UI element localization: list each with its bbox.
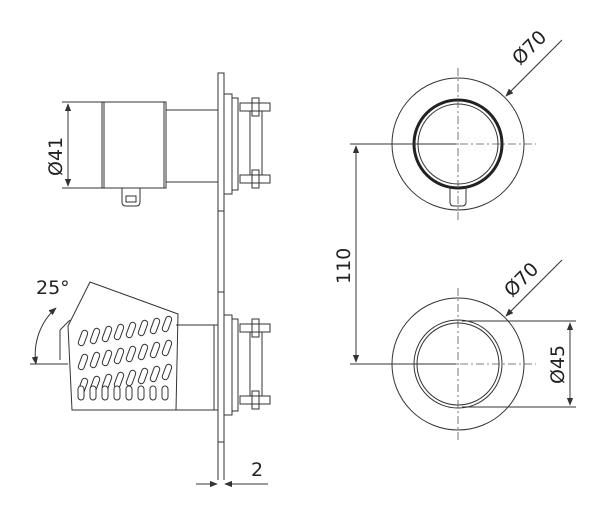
grille-slot <box>77 329 89 347</box>
side-view: 25° Ø41 2 <box>30 72 271 488</box>
grille-slot <box>161 315 173 333</box>
inner-diameter-label: Ø45 <box>547 345 569 384</box>
body-diameter-label: Ø41 <box>45 137 67 176</box>
grille-slot <box>149 385 157 401</box>
grille-slots <box>77 315 173 401</box>
grille-slot <box>113 347 125 365</box>
lower-fitting <box>59 281 271 416</box>
grille-slot <box>101 385 109 401</box>
grille-slot <box>89 351 101 369</box>
grille-slot <box>89 385 97 401</box>
top-outlet <box>380 68 536 222</box>
grille-slot <box>101 349 113 367</box>
flange-diameter-bottom: Ø70 <box>500 258 563 317</box>
grille-slot <box>149 365 161 383</box>
grille-slot <box>161 363 173 381</box>
upper-fitting <box>101 93 271 207</box>
centre-distance-dimension: 110 <box>333 143 456 365</box>
grille-slot <box>125 321 137 339</box>
bottom-outlet <box>380 288 536 442</box>
grille-slot <box>137 385 145 401</box>
grille-slot <box>77 385 85 401</box>
flange-bottom-label: Ø70 <box>500 258 543 301</box>
plate-thickness-dimension: 2 <box>196 459 268 488</box>
grille-slot <box>149 317 161 335</box>
flange-diameter-top: Ø70 <box>505 26 563 97</box>
flange-top-label: Ø70 <box>508 26 551 69</box>
grille-slot <box>161 339 173 357</box>
angle-dimension: 25° <box>30 277 70 365</box>
mounting-plate <box>217 72 225 480</box>
grille-slot <box>101 325 113 343</box>
centre-distance-label: 110 <box>333 248 355 284</box>
angle-label: 25° <box>36 277 70 299</box>
grille-slot <box>113 385 121 401</box>
grille-slot <box>125 369 137 387</box>
grille-slot <box>125 385 133 401</box>
grille-slot <box>113 323 125 341</box>
body-diameter-dimension: Ø41 <box>45 101 102 189</box>
grille-slot <box>77 353 89 371</box>
grille-slot <box>137 319 149 337</box>
plate-thickness-label: 2 <box>251 459 263 481</box>
inner-diameter-dimension: Ø45 <box>462 320 576 408</box>
grille-slot <box>137 367 149 385</box>
grille-slot <box>137 343 149 361</box>
grille-slot <box>89 327 101 345</box>
front-view: Ø70 Ø70 Ø45 110 <box>333 26 576 442</box>
grille-slot <box>161 385 169 401</box>
grille-slot <box>125 345 137 363</box>
grille-slot <box>149 341 161 359</box>
